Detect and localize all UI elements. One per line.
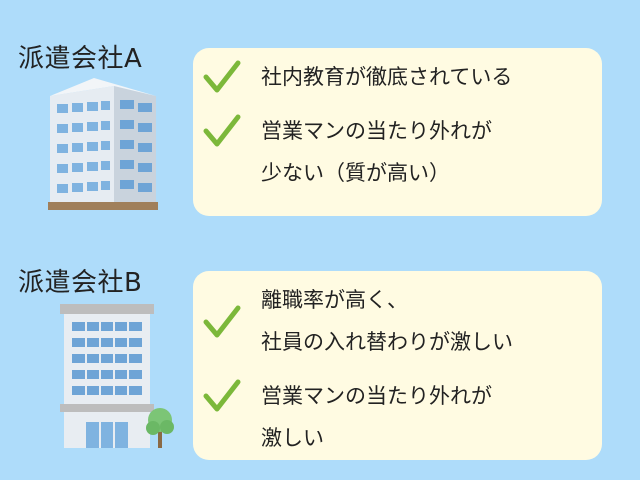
company-b-label: 派遣会社B (18, 268, 143, 298)
company-a-point-2-line-2: 少ない（質が高い） (261, 161, 450, 185)
office-building-icon (48, 78, 158, 210)
company-b-point-2-line-1: 営業マンの当たり外れが (261, 384, 492, 408)
company-a-point-1-line-1: 社内教育が徹底されている (261, 65, 513, 89)
company-b-point-2-line-2: 激しい (261, 426, 324, 450)
check-icon (203, 379, 241, 412)
company-b-card: 離職率が高く、 社員の入れ替わりが激しい 営業マンの当たり外れが 激しい (193, 271, 602, 460)
check-icon (203, 305, 241, 338)
office-building-with-tree-icon (60, 304, 174, 448)
check-icon (203, 60, 241, 93)
company-b-point-1-line-1: 離職率が高く、 (261, 288, 408, 312)
check-icon (203, 114, 241, 147)
company-a-point-2-line-1: 営業マンの当たり外れが (261, 119, 492, 143)
company-a-card: 社内教育が徹底されている 営業マンの当たり外れが 少ない（質が高い） (193, 48, 602, 216)
company-a-label: 派遣会社A (18, 44, 143, 74)
company-b-point-1-line-2: 社員の入れ替わりが激しい (261, 330, 513, 354)
